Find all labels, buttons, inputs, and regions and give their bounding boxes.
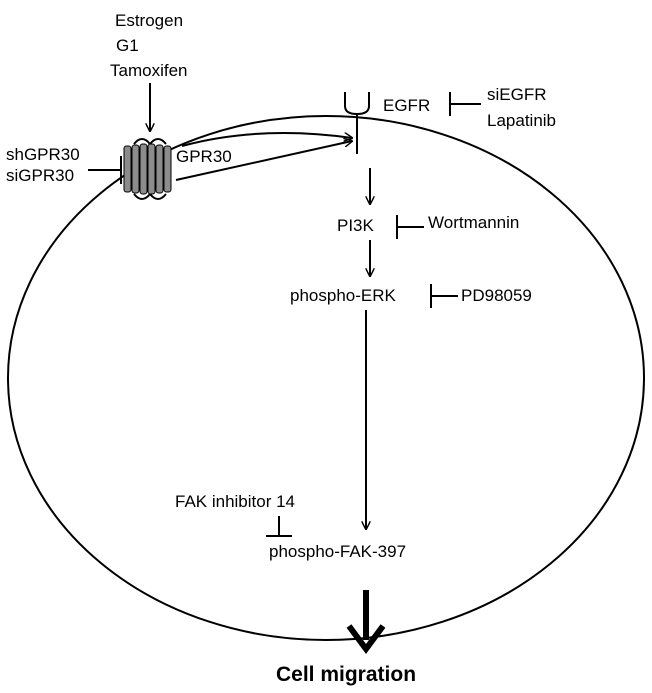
label-phospho-erk: phospho-ERK <box>290 286 397 305</box>
arrow-gpr30-to-egfr-lower <box>175 141 352 181</box>
inhibitor-fak-inhibitor-14: FAK inhibitor 14 <box>175 492 295 511</box>
inhibit-symbol-egfr <box>449 92 481 116</box>
ligand-g1: G1 <box>116 36 139 55</box>
inhibitor-shgpr30: shGPR30 <box>6 145 80 164</box>
inhibit-symbol-fak <box>266 516 292 537</box>
inhibitor-siegfr: siEGFR <box>487 85 547 104</box>
inhibitor-lapatinib: Lapatinib <box>487 111 556 130</box>
inhibitor-sigpr30: siGPR30 <box>6 166 74 185</box>
arrow-gpr30-to-egfr-upper <box>181 132 352 147</box>
label-egfr: EGFR <box>383 96 430 115</box>
inhibit-symbol-gpr30 <box>88 156 122 184</box>
label-pi3k: PI3K <box>337 216 375 235</box>
thick-arrow-to-cell-migration <box>346 590 386 655</box>
label-phospho-fak-397: phospho-FAK-397 <box>269 542 406 561</box>
gpr30-receptor-icon <box>123 138 172 200</box>
inhibitor-wortmannin: Wortmannin <box>428 213 519 232</box>
ligand-tamoxifen: Tamoxifen <box>110 61 187 80</box>
inhibitor-pd98059: PD98059 <box>461 286 532 305</box>
inhibit-symbol-pi3k <box>396 215 424 239</box>
cell-membrane <box>7 115 645 641</box>
egfr-receptor-icon <box>344 92 370 154</box>
inhibit-symbol-erk <box>430 284 458 308</box>
label-gpr30: GPR30 <box>176 147 232 166</box>
label-cell-migration: Cell migration <box>276 663 416 686</box>
ligand-estrogen: Estrogen <box>115 11 183 30</box>
